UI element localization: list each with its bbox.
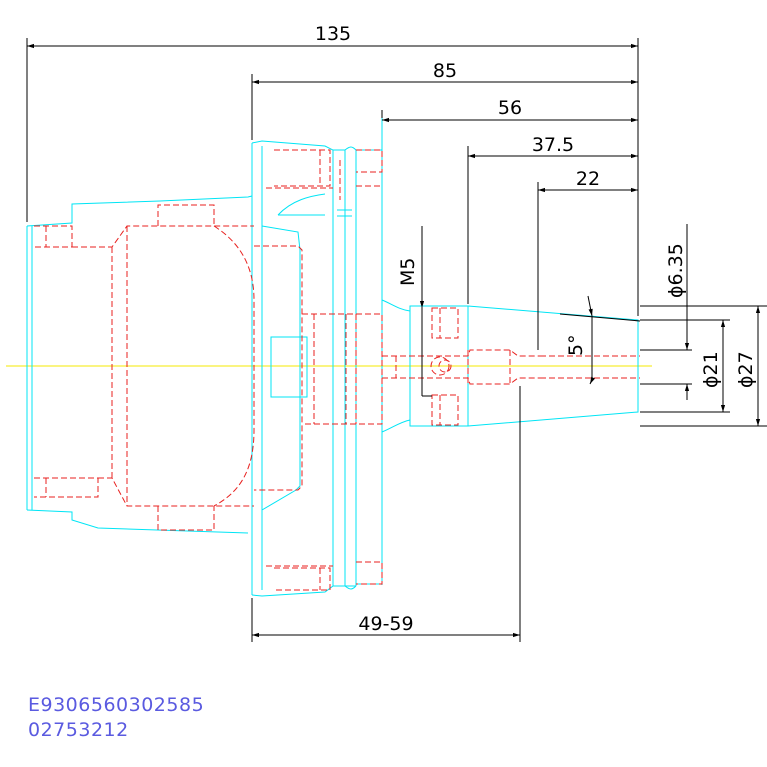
dia-nose-label: ϕ21: [700, 351, 722, 388]
dim-taper-length: 37.5: [532, 134, 574, 156]
part-code: E9306560302585: [28, 694, 205, 716]
dim-face-to-tip: 56: [498, 97, 522, 119]
thread-callout: M5: [397, 258, 419, 286]
angle-callout: 5°: [565, 334, 587, 356]
dim-collet-nose: 22: [576, 168, 600, 190]
dia-body-label: ϕ27: [735, 351, 757, 388]
order-number: 02753212: [28, 719, 129, 741]
dia-bore-label: ϕ6.35: [665, 243, 687, 298]
dim-overall-length: 135: [315, 23, 351, 45]
dim-flange-to-tip: 85: [433, 60, 457, 82]
hidden-lines: [34, 149, 640, 591]
part-outline: [26, 118, 639, 597]
dimension-lines: [26, 38, 767, 642]
dim-gauge-range: 49-59: [358, 613, 413, 635]
